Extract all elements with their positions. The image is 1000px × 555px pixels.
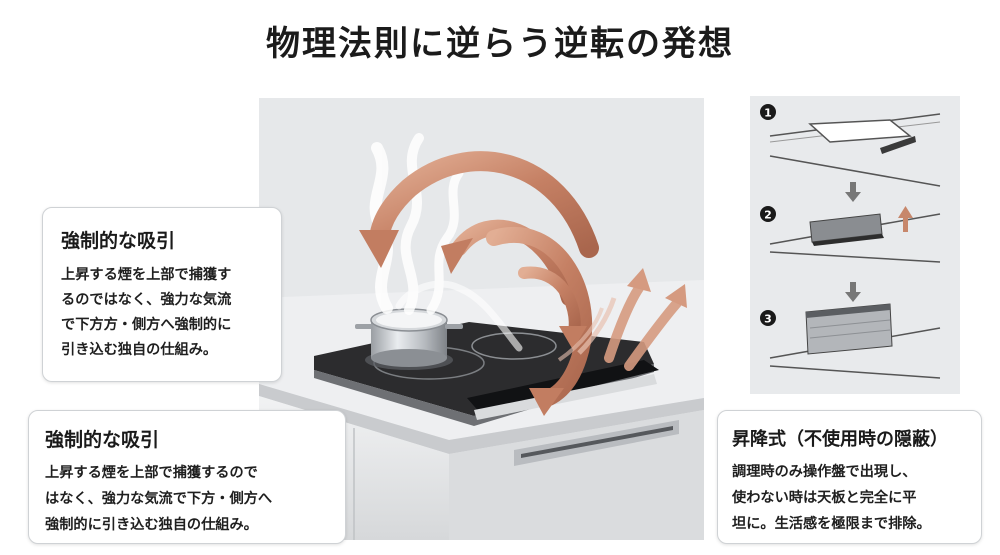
step-number: 3 xyxy=(764,313,772,326)
card-title: 昇降式（不使用時の隠蔽） xyxy=(732,429,948,450)
downdraft-illustration xyxy=(259,98,704,540)
arrow-up-icon xyxy=(898,206,913,232)
step-number: 2 xyxy=(764,209,772,222)
step-number: 1 xyxy=(764,107,772,120)
step-1: 1 xyxy=(760,104,941,187)
steam xyxy=(369,133,523,352)
arrow-down-icon xyxy=(845,282,861,302)
step-2: 2 xyxy=(760,206,941,263)
info-card-forced-suction-2: 強制的な吸引 上昇する煙を上部で捕獲するので はなく、強力な気流で下方・側方へ … xyxy=(28,410,346,544)
info-card-lift-type: 昇降式（不使用時の隠蔽） 調理時のみ操作盤で出現し、 使わない時は天板と完全に平… xyxy=(717,410,982,544)
lift-steps-diagram: 1 2 xyxy=(750,96,960,394)
airflow-arrows xyxy=(359,151,687,416)
card-body: 上昇する煙を上部で捕獲す るのではなく、強力な気流 で下方方・側方へ強制的に 引… xyxy=(61,267,232,358)
card-title: 強制的な吸引 xyxy=(61,230,176,252)
step-3: 3 xyxy=(760,303,941,379)
card-title: 強制的な吸引 xyxy=(45,429,160,451)
pot xyxy=(355,308,463,370)
arrow-down-icon xyxy=(845,182,861,202)
cabinet-side xyxy=(449,410,704,540)
card-body: 上昇する煙を上部で捕獲するので はなく、強力な気流で下方・側方へ 強制的に引き込… xyxy=(45,465,273,533)
info-card-forced-suction-1: 強制的な吸引 上昇する煙を上部で捕獲す るのではなく、強力な気流 で下方方・側方… xyxy=(42,207,282,382)
page-title: 物理法則に逆らう逆転の発想 xyxy=(266,24,734,64)
card-body: 調理時のみ操作盤で出現し、 使わない時は天板と完全に平 坦に。生活感を極限まで排… xyxy=(732,464,931,532)
counter-front-edge xyxy=(259,384,704,454)
burner-ring xyxy=(471,332,557,360)
